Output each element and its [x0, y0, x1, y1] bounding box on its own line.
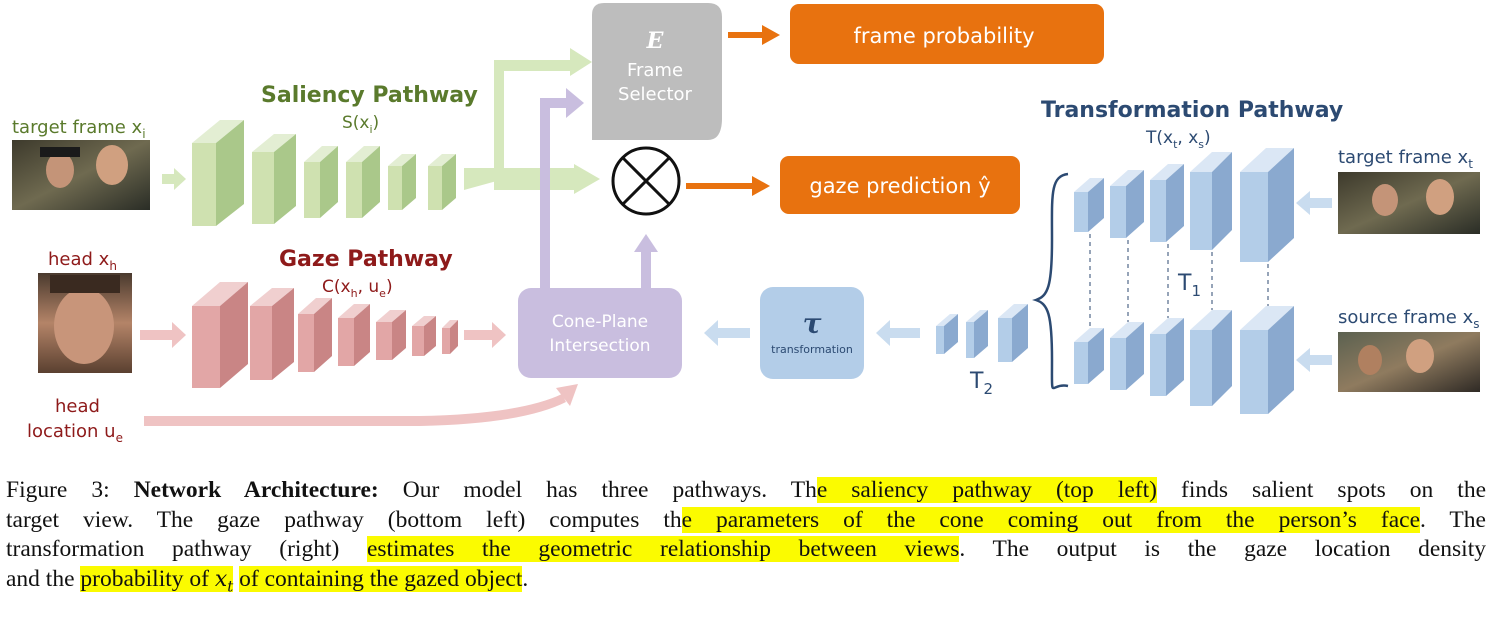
t1-layer-3 — [1150, 164, 1184, 242]
saliency-pathway-function: S(xi) — [342, 113, 379, 136]
caption-line-4: and the probability of xt of containing … — [6, 565, 529, 595]
caption-line-2: target view. The gaze pathway (bottom le… — [6, 506, 1486, 533]
saliency-arrows — [162, 48, 600, 194]
gaze-pathway-function: C(xh, ue) — [322, 277, 393, 300]
gaze-layer-1 — [192, 282, 248, 388]
head-image — [38, 273, 132, 373]
multiply-node — [611, 146, 681, 216]
saliency-layer-4 — [346, 146, 380, 218]
t1-label: T1 — [1177, 271, 1201, 300]
t1b-layer-1 — [1074, 328, 1104, 384]
t1b-layer-5 — [1240, 306, 1294, 414]
saliency-pathway-title: Saliency Pathway — [261, 83, 478, 108]
gaze-layer-3 — [298, 298, 332, 372]
target-frame-right-image — [1338, 172, 1480, 234]
gaze-layers — [192, 282, 458, 388]
gaze-layer-4 — [338, 304, 370, 366]
cone-arrows — [540, 88, 658, 288]
figure-caption: Figure 3: Network Architecture: Our mode… — [6, 476, 1486, 601]
t1-layer-2 — [1110, 170, 1144, 238]
source-frame-image — [1338, 332, 1480, 392]
target-frame-left-image — [12, 140, 150, 210]
t1b-layer-3 — [1150, 318, 1184, 396]
t1b-layer-4 — [1190, 310, 1232, 406]
frame-selector-box — [592, 3, 722, 140]
saliency-layers — [192, 120, 456, 226]
t1-brace — [1032, 172, 1069, 390]
cone-plane-line2: Intersection — [549, 336, 650, 356]
head-location-label-line1: head — [55, 396, 100, 417]
gaze-arrows — [140, 322, 578, 426]
source-frame-label: source frame xs — [1338, 307, 1480, 331]
head-location-label-line2: location ue — [27, 421, 123, 445]
transformation-pathway-title: Transformation Pathway — [1041, 98, 1343, 123]
frame-selector-symbol: E — [646, 28, 665, 54]
gaze-layer-6 — [412, 316, 436, 356]
frame-probability-label: frame probability — [854, 24, 1035, 48]
t1-dashed-links — [1089, 234, 1269, 328]
transformation-pathway-function: T(xt, xs) — [1145, 128, 1211, 151]
gaze-layer-7 — [442, 320, 458, 354]
t2-layer-1 — [936, 314, 958, 354]
transformation-layers — [936, 148, 1294, 414]
t2-label: T2 — [969, 369, 993, 398]
frame-selector-line1: Frame — [627, 60, 683, 81]
saliency-layer-5 — [388, 154, 416, 210]
t2-layer-2 — [966, 310, 988, 358]
t1b-layer-2 — [1110, 322, 1144, 390]
saliency-layer-6 — [428, 154, 456, 210]
tau-box — [760, 287, 864, 379]
gaze-layer-5 — [376, 310, 406, 360]
caption-line-3: transformation pathway (right) estimates… — [6, 536, 1486, 562]
output-arrows — [686, 25, 780, 196]
t1-layer-4 — [1190, 152, 1232, 250]
gaze-prediction-box — [780, 156, 1020, 214]
saliency-layer-1 — [192, 120, 244, 226]
caption-line-1: Figure 3: Network Architecture: Our mode… — [6, 477, 1487, 503]
gaze-layer-2 — [250, 288, 294, 380]
t1-layer-5 — [1240, 148, 1294, 262]
saliency-layer-3 — [304, 146, 338, 218]
t2-layer-3 — [998, 304, 1028, 362]
t1-layer-1 — [1074, 178, 1104, 232]
gaze-pathway-title: Gaze Pathway — [279, 247, 453, 272]
tau-symbol: τ — [803, 307, 822, 340]
gaze-prediction-label: gaze prediction ŷ — [809, 174, 990, 198]
saliency-layer-2 — [252, 134, 296, 224]
target-frame-right-label: target frame xt — [1338, 147, 1473, 171]
cone-plane-line1: Cone-Plane — [552, 312, 648, 332]
cone-plane-box — [518, 288, 682, 378]
tau-label: transformation — [771, 343, 853, 356]
frame-probability-box — [790, 4, 1104, 64]
target-frame-left-label: target frame xi — [12, 117, 146, 141]
head-label: head xh — [48, 249, 117, 273]
transformation-arrows — [704, 191, 1332, 372]
architecture-diagram: target frame xi head xh head location ue… — [12, 3, 1480, 445]
frame-selector-line2: Selector — [618, 84, 693, 105]
